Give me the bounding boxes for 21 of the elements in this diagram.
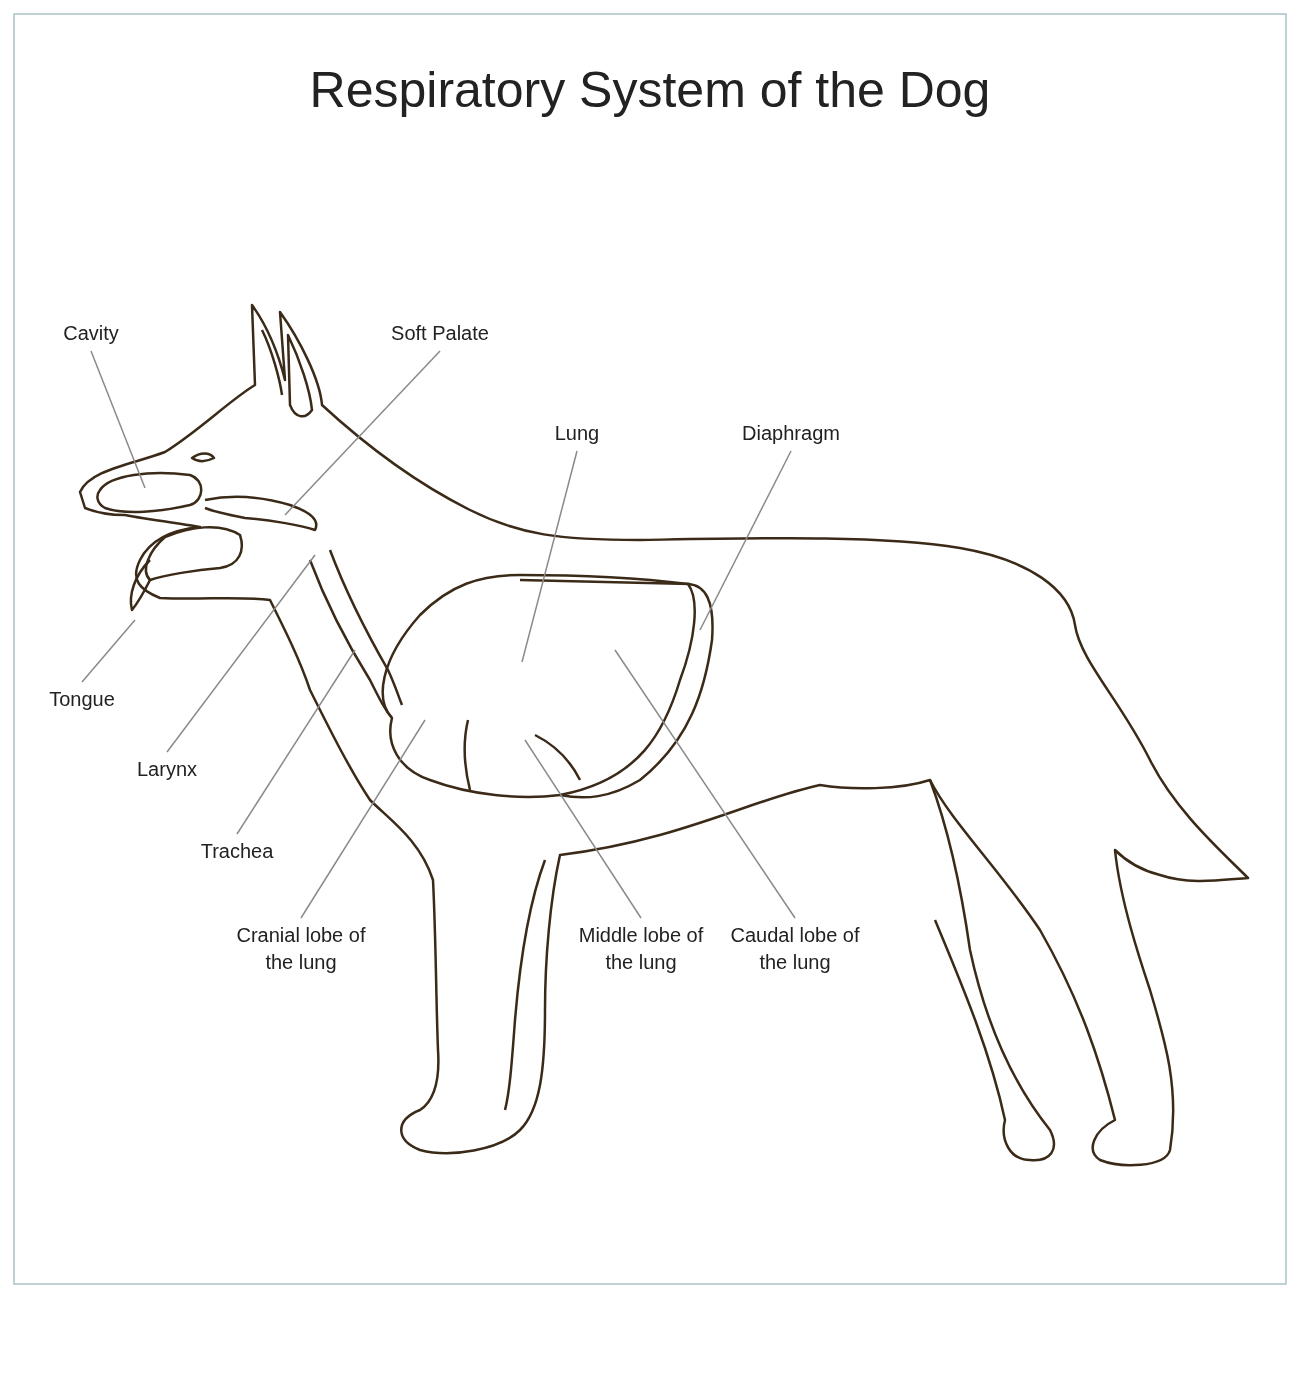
part-label: Soft Palate: [391, 320, 489, 347]
leader-line: [300, 719, 426, 919]
part-label: Cavity: [63, 320, 119, 347]
leader-line: [521, 450, 578, 663]
part-label: Tongue: [49, 686, 115, 713]
part-label: Caudal lobe of the lung: [730, 922, 860, 976]
leader-line: [166, 554, 316, 753]
part-label: Cranial lobe of the lung: [226, 922, 376, 976]
leader-line: [699, 450, 792, 631]
leader-line: [90, 350, 146, 489]
part-label: Diaphragm: [742, 420, 840, 447]
leader-line: [614, 649, 796, 919]
part-label: Lung: [554, 420, 600, 447]
part-label: Larynx: [137, 756, 197, 783]
leader-line: [284, 350, 441, 516]
part-label: Middle lobe of the lung: [576, 922, 706, 976]
title: Respiratory System of the Dog: [308, 61, 992, 120]
leader-line: [524, 739, 642, 919]
part-label: Trachea: [200, 838, 274, 865]
leader-line: [236, 649, 356, 835]
leader-line: [81, 619, 136, 683]
